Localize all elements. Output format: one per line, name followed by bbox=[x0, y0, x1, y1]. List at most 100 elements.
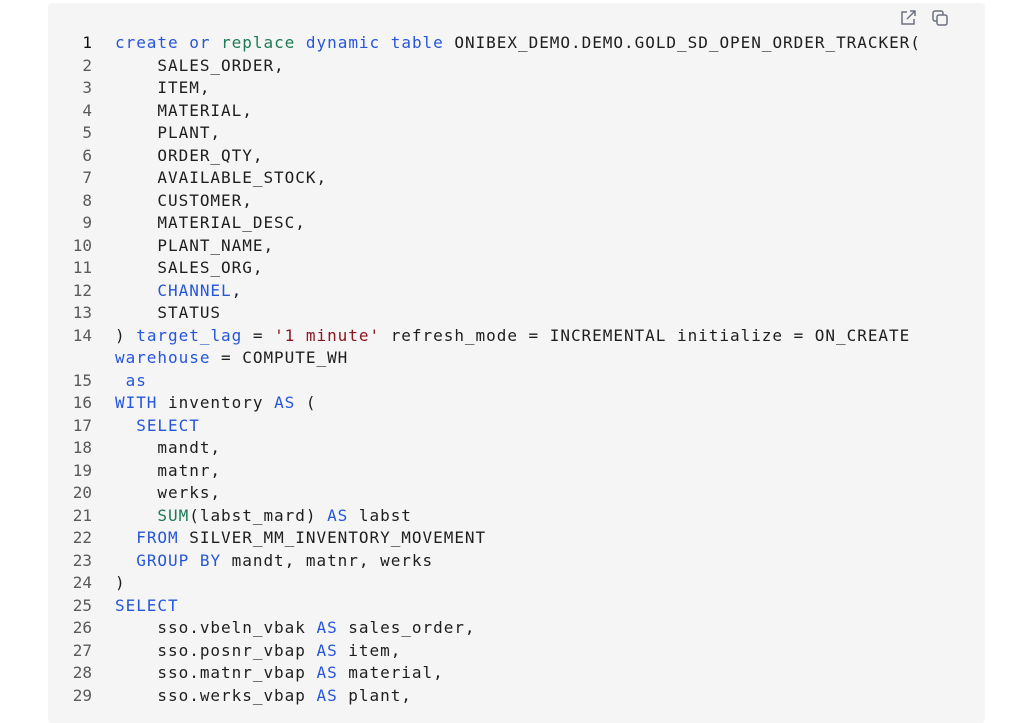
keyword-token: SELECT bbox=[136, 415, 200, 435]
line-number: 27 bbox=[72, 640, 92, 660]
code-line: 18 mandt, bbox=[48, 437, 921, 460]
line-number: 17 bbox=[72, 415, 92, 435]
code-text: sso.vbeln_vbak AS sales_order, bbox=[115, 617, 476, 640]
code-token: matnr, bbox=[115, 460, 222, 480]
code-text: WITH inventory AS ( bbox=[115, 392, 317, 415]
line-number bbox=[48, 347, 115, 370]
keyword-token: CHANNEL bbox=[157, 280, 232, 300]
keyword-token: AS bbox=[316, 618, 338, 637]
code-line: 29 sso.werks_vbap AS plant, bbox=[48, 685, 921, 708]
code-text: mandt, bbox=[115, 437, 221, 460]
code-token: refresh_mode = INCREMENTAL initialize = … bbox=[380, 325, 911, 345]
line-number: 7 bbox=[82, 168, 92, 187]
code-token bbox=[115, 551, 136, 570]
code-token: item, bbox=[337, 640, 402, 660]
code-text: CUSTOMER, bbox=[115, 190, 253, 213]
code-token: material, bbox=[337, 663, 444, 682]
code-line: 8 CUSTOMER, bbox=[48, 190, 921, 213]
keyword-token: AS bbox=[316, 663, 338, 682]
code-text: sso.matnr_vbap AS material, bbox=[115, 662, 444, 685]
line-number: 3 bbox=[82, 78, 92, 97]
keyword-token: AS bbox=[316, 640, 338, 660]
code-token: sso.posnr_vbap bbox=[115, 640, 317, 660]
code-text: ) bbox=[115, 572, 126, 595]
code-token: (labst_mard) bbox=[189, 505, 328, 525]
line-number: 19 bbox=[72, 460, 92, 480]
code-token bbox=[210, 33, 221, 52]
string-token: '1 minute' bbox=[274, 325, 381, 345]
code-line: 16 WITH inventory AS ( bbox=[48, 392, 921, 415]
line-number: 23 bbox=[72, 550, 92, 570]
code-token: ITEM, bbox=[115, 78, 211, 97]
code-text: MATERIAL, bbox=[115, 100, 253, 123]
code-token: STATUS bbox=[115, 303, 222, 322]
code-text: AVAILABLE_STOCK, bbox=[115, 167, 327, 190]
code-line: 28 sso.matnr_vbap AS material, bbox=[48, 662, 921, 685]
code-line: 26 sso.vbeln_vbak AS sales_order, bbox=[48, 617, 921, 640]
keyword-token: target_lag bbox=[136, 325, 243, 345]
line-number: 13 bbox=[72, 303, 92, 322]
code-line: 25 SELECT bbox=[48, 595, 921, 618]
code-text: PLANT, bbox=[115, 122, 221, 145]
code-text: FROM SILVER_MM_INVENTORY_MOVEMENT bbox=[115, 527, 486, 550]
code-token: inventory bbox=[157, 393, 275, 412]
code-token: werks, bbox=[115, 483, 222, 502]
external-link-icon[interactable] bbox=[899, 9, 917, 27]
code-text: sso.werks_vbap AS plant, bbox=[115, 685, 412, 708]
code-token: , bbox=[231, 280, 243, 300]
code-toolbar bbox=[899, 9, 949, 27]
code-text: sso.posnr_vbap AS item, bbox=[115, 640, 401, 663]
code-token: sales_order, bbox=[337, 618, 476, 637]
code-line: 2 SALES_ORDER, bbox=[48, 55, 921, 78]
code-token: AVAILABLE_STOCK, bbox=[115, 168, 328, 187]
code-line: 15 as bbox=[48, 370, 921, 393]
code-token bbox=[179, 33, 190, 52]
keyword-token: AS bbox=[316, 685, 338, 705]
code-text: SELECT bbox=[115, 595, 179, 618]
line-number: 11 bbox=[72, 258, 92, 277]
code-line: 6 ORDER_QTY, bbox=[48, 145, 921, 168]
line-number: 16 bbox=[72, 393, 92, 412]
line-number: 2 bbox=[82, 55, 92, 75]
code-line: 14) target_lag = '1 minute' refresh_mode… bbox=[48, 325, 921, 348]
line-number: 9 bbox=[82, 213, 92, 232]
code-token: plant, bbox=[337, 685, 412, 705]
code-line: 3 ITEM, bbox=[48, 77, 921, 100]
code-text: ORDER_QTY, bbox=[115, 145, 263, 168]
keyword-token: warehouse bbox=[115, 348, 211, 367]
code-token: mandt, matnr, werks bbox=[221, 550, 434, 570]
code-token: PLANT, bbox=[115, 123, 222, 142]
code-line: 21 SUM(labst_mard) AS labst bbox=[48, 505, 921, 528]
code-line: 13 STATUS bbox=[48, 302, 921, 325]
code-token: mandt, bbox=[115, 438, 222, 457]
code-text: as bbox=[115, 370, 147, 393]
code-line: 22 FROM SILVER_MM_INVENTORY_MOVEMENT bbox=[48, 527, 921, 550]
code-line: 9 MATERIAL_DESC, bbox=[48, 212, 921, 235]
copy-icon[interactable] bbox=[931, 9, 949, 27]
line-number: 25 bbox=[72, 595, 92, 615]
line-number: 20 bbox=[72, 483, 92, 502]
code-text: SALES_ORDER, bbox=[115, 55, 285, 78]
keyword-token: WITH bbox=[115, 393, 158, 412]
code-token: ) bbox=[115, 325, 137, 345]
code-line: 12 CHANNEL, bbox=[48, 280, 921, 303]
code-token: MATERIAL, bbox=[115, 100, 253, 120]
code-text: warehouse = COMPUTE_WH bbox=[115, 347, 348, 370]
line-number: 10 bbox=[72, 235, 92, 255]
code-text: SALES_ORG, bbox=[115, 257, 263, 280]
line-number: 5 bbox=[82, 123, 92, 142]
code-text: CHANNEL, bbox=[115, 280, 242, 303]
keyword-token: table bbox=[390, 33, 444, 52]
code-token: ) bbox=[115, 573, 126, 592]
code-line: 7 AVAILABLE_STOCK, bbox=[48, 167, 921, 190]
keyword-token: GROUP BY bbox=[136, 550, 222, 570]
code-text: SELECT bbox=[115, 415, 200, 438]
keyword-token: SELECT bbox=[115, 595, 179, 615]
code-line: warehouse = COMPUTE_WH bbox=[48, 347, 921, 370]
code-text: create or replace dynamic table ONIBEX_D… bbox=[115, 32, 921, 55]
line-number: 18 bbox=[72, 438, 92, 457]
code-token: SILVER_MM_INVENTORY_MOVEMENT bbox=[178, 528, 487, 547]
code-token: CUSTOMER, bbox=[115, 190, 253, 210]
